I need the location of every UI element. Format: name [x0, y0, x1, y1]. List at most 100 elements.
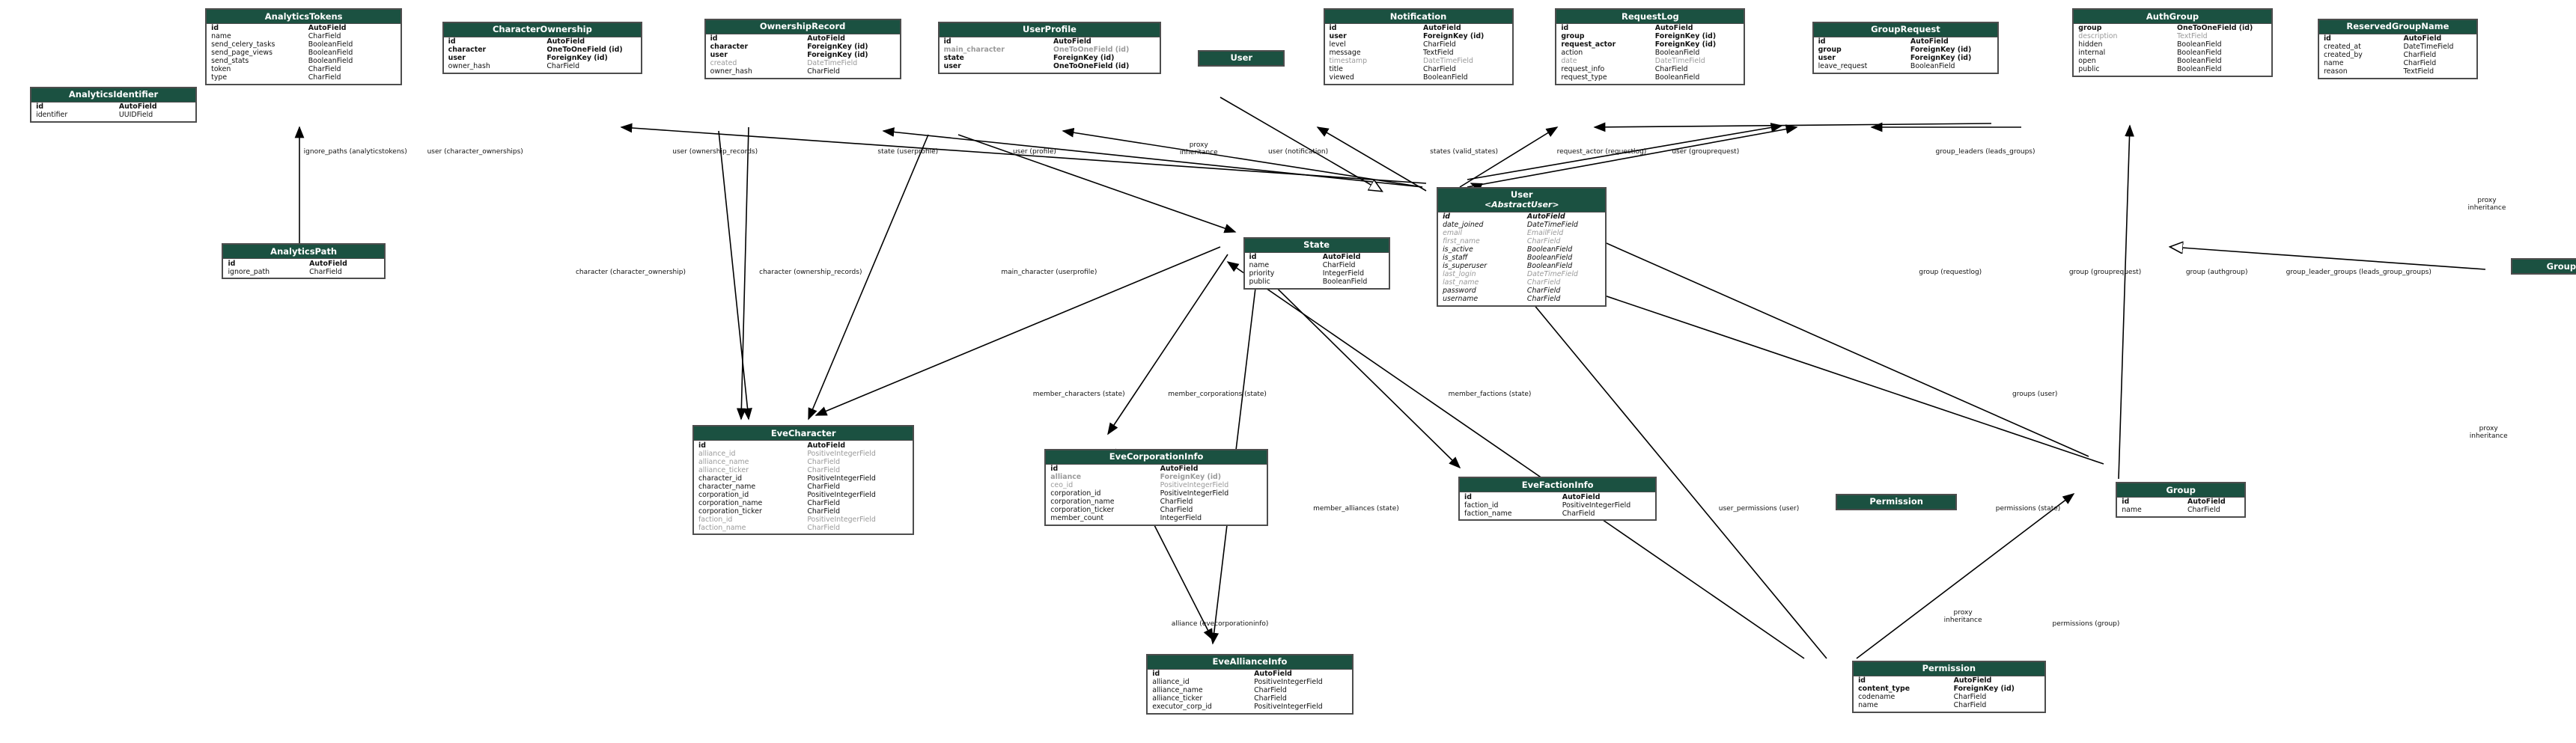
field-name: state: [943, 54, 964, 63]
field-type: BooleanField: [308, 49, 353, 58]
field-name: internal: [2078, 49, 2106, 58]
field-type: AutoField: [1254, 670, 1292, 679]
field-type: CharField: [1254, 694, 1287, 703]
field-name: id: [1858, 676, 1866, 685]
field-type: PositiveIntegerField: [1160, 480, 1229, 489]
field-name: ignore_path: [228, 267, 270, 276]
field-type: IntegerField: [1160, 513, 1202, 522]
field-name: alliance_id: [1152, 678, 1190, 687]
field-name: character: [710, 42, 749, 51]
field-name: owner_hash: [710, 67, 752, 76]
model-table-title: AnalyticsTokens: [207, 10, 401, 25]
field-name: main_character: [943, 46, 1005, 55]
field-type: OneToOneField (id): [1053, 46, 1130, 55]
field-name: id: [2323, 34, 2331, 43]
field-type: CharField: [807, 465, 841, 474]
relationship-label: proxy inheritance: [1943, 608, 1982, 624]
model-table[interactable]: Group: [2511, 258, 2576, 275]
field-type: ForeignKey (id): [546, 54, 608, 63]
field-type: CharField: [1526, 236, 1561, 245]
field-name: alliance_ticker: [1152, 694, 1203, 703]
relationship-label: request_actor (requestlog): [1556, 148, 1647, 156]
field-name: password: [1443, 286, 1476, 295]
field-name: faction_id: [698, 515, 733, 524]
field-name: member_count: [1050, 513, 1104, 522]
field-name: alliance: [1050, 472, 1082, 481]
field-type: CharField: [1160, 505, 1193, 514]
field-type: DateTimeField: [1526, 269, 1578, 278]
model-table[interactable]: Permission: [1835, 493, 1958, 510]
field-type: BooleanField: [1526, 245, 1573, 254]
field-name: leave_request: [1818, 62, 1868, 71]
field-name: send_celery_tasks: [211, 40, 275, 49]
field-type: PositiveIntegerField: [807, 490, 876, 499]
field-type: OneToOneField (id): [1053, 62, 1130, 71]
relationship-label: user (notification): [1267, 148, 1329, 156]
relationship-label: user (grouprequest): [1672, 148, 1740, 156]
field-name: is_active: [1443, 245, 1473, 254]
relationship-label: state (userprofile): [877, 148, 939, 156]
model-table-title: UserProfile: [939, 22, 1160, 37]
field-name: name: [1858, 700, 1878, 709]
relationship-label: group (authgroup): [2185, 268, 2248, 276]
relationship-label: character (character_ownership): [575, 268, 686, 276]
field-type: CharField: [2403, 50, 2437, 59]
model-table[interactable]: User: [1198, 49, 1285, 67]
field-name: content_type: [1858, 684, 1910, 693]
field-type: EmailField: [1526, 228, 1564, 237]
model-table-title: EveCharacter: [693, 426, 913, 441]
field-name: group: [2078, 24, 2102, 33]
field-name: last_name: [1443, 278, 1479, 287]
field-name: timestamp: [1329, 57, 1368, 66]
relationship-label: user (character_ownerships): [427, 148, 523, 156]
relationship-label: proxy inheritance: [2467, 197, 2506, 212]
field-name: id: [698, 441, 706, 450]
model-table-title: Group: [2512, 260, 2576, 274]
model-table-title: GroupRequest: [1813, 22, 1998, 37]
field-name: message: [1329, 49, 1361, 58]
field-name: id: [1443, 212, 1451, 221]
field-name: send_stats: [211, 57, 249, 66]
field-name: alliance_name: [698, 457, 749, 466]
